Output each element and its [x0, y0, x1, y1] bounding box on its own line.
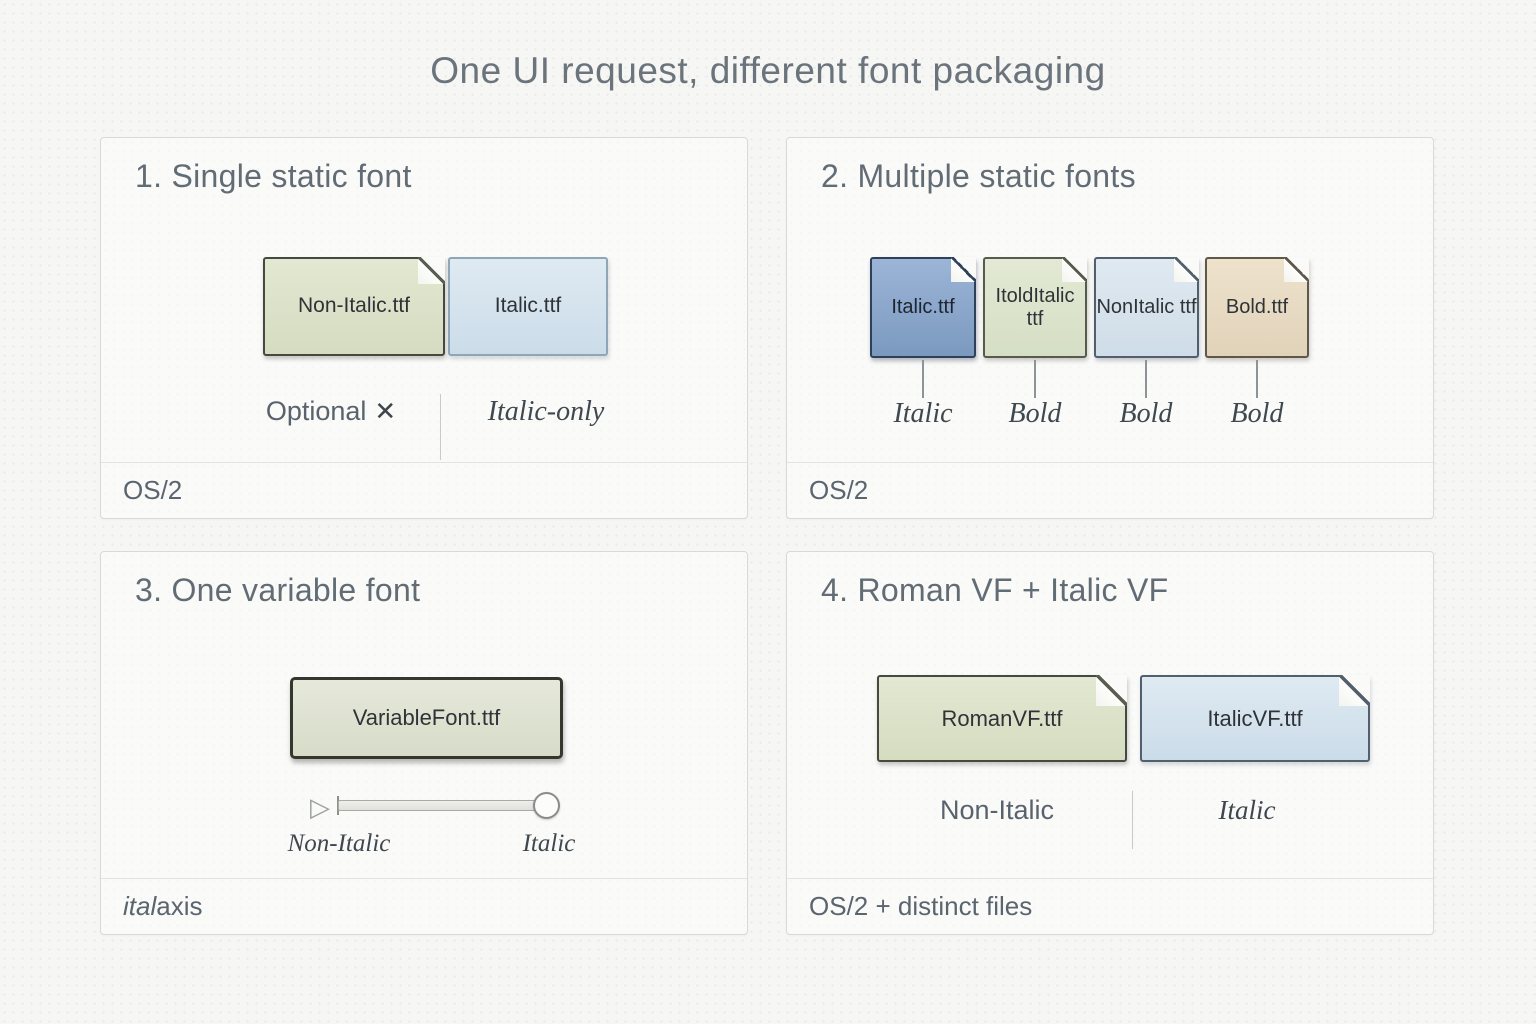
file-italic-ttf: Italic.ttf — [870, 257, 976, 358]
panel-3-footer: ital axis — [101, 878, 747, 934]
style-tag: Bold — [1197, 398, 1317, 430]
divider — [1132, 791, 1133, 849]
file-non-italic-ttf: Non-Italic.ttf — [263, 257, 445, 356]
folded-corner-icon — [1096, 675, 1127, 706]
file-italicvf-ttf: ItalicVF.ttf — [1140, 675, 1370, 762]
optional-note: Optional✕ — [211, 396, 451, 427]
file-bolditalic-ttf: ItoldItalic ttf — [983, 257, 1087, 358]
file-romanvf-ttf: RomanVF.ttf — [877, 675, 1127, 762]
x-mark-icon: ✕ — [374, 396, 396, 426]
footer-label: OS/2 — [123, 475, 182, 506]
folded-corner-icon — [1284, 257, 1309, 282]
footer-ital-keyword: ital — [123, 891, 156, 922]
footer-label: axis — [156, 891, 202, 922]
style-tag: Bold — [1086, 398, 1206, 430]
folded-corner-icon — [418, 257, 445, 284]
optional-label: Optional — [266, 396, 367, 426]
style-tag: Bold — [975, 398, 1095, 430]
file-bold-ttf: Bold.ttf — [1205, 257, 1309, 358]
slider-min-label: Non-Italic — [229, 830, 449, 858]
file-variablefont-ttf: VariableFont.ttf — [290, 677, 563, 759]
panel-2-footer: OS/2 — [787, 462, 1433, 518]
footer-label: OS/2 + distinct files — [809, 891, 1032, 922]
slider-handle — [533, 792, 560, 819]
italic-label: Italic — [1137, 795, 1357, 826]
non-italic-label: Non-Italic — [887, 795, 1107, 826]
panel-4-title: 4. Roman VF + Italic VF — [821, 572, 1168, 609]
panel-3-title: 3. One variable font — [135, 572, 420, 609]
file-name: ItalicVF.ttf — [1207, 706, 1302, 731]
slider-max-label: Italic — [439, 830, 659, 858]
panel-4-footer: OS/2 + distinct files — [787, 878, 1433, 934]
footer-label: OS/2 — [809, 475, 868, 506]
panel-1-footer: OS/2 — [101, 462, 747, 518]
folded-corner-icon — [951, 257, 976, 282]
page-title: One UI request, different font packaging — [0, 50, 1536, 92]
panel-roman-vf-italic-vf: 4. Roman VF + Italic VF RomanVF.ttf Ital… — [786, 551, 1434, 935]
file-italic-ttf: Italic.ttf — [448, 257, 608, 356]
panel-one-variable-font: 3. One variable font VariableFont.ttf ▷ … — [100, 551, 748, 935]
connector-line — [1034, 360, 1036, 398]
connector-line — [922, 360, 924, 398]
file-name: NonItalic ttf — [1096, 296, 1196, 319]
connector-line — [1145, 360, 1147, 398]
file-name: ItoldItalic ttf — [985, 285, 1085, 331]
panel-multiple-static-fonts: 2. Multiple static fonts Italic.ttf Itol… — [786, 137, 1434, 519]
file-name: VariableFont.ttf — [353, 705, 501, 730]
axis-origin-triangle-icon: ▷ — [310, 794, 330, 820]
file-name: Bold.ttf — [1226, 296, 1288, 319]
panel-2-title: 2. Multiple static fonts — [821, 158, 1136, 195]
panel-single-static-font: 1. Single static font Non-Italic.ttf Ita… — [100, 137, 748, 519]
connector-line — [1256, 360, 1258, 398]
file-nonitalic-ttf: NonItalic ttf — [1094, 257, 1199, 358]
file-name: Non-Italic.ttf — [298, 294, 410, 318]
file-name: Italic.ttf — [495, 294, 562, 318]
italic-only-note: Italic-only — [436, 396, 656, 428]
file-name: Italic.ttf — [891, 296, 954, 319]
file-name: RomanVF.ttf — [941, 706, 1062, 731]
panel-1-title: 1. Single static font — [135, 158, 412, 195]
folded-corner-icon — [1339, 675, 1370, 706]
folded-corner-icon — [1062, 257, 1087, 282]
style-tag: Italic — [863, 398, 983, 430]
slider-track — [338, 800, 546, 811]
folded-corner-icon — [1174, 257, 1199, 282]
